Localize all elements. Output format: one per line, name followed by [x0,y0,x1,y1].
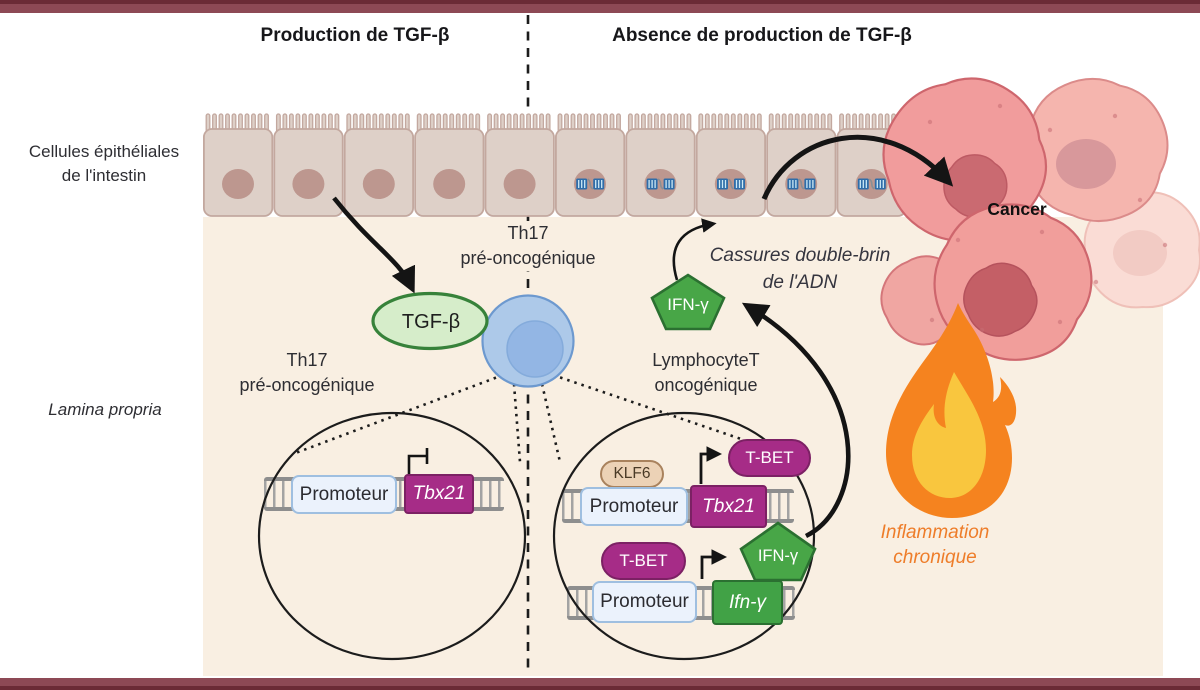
th17-left-label: Th17 pré-oncogénique [207,348,407,398]
lymphocyte-label: LymphocyteT oncogénique [606,348,806,398]
th17-left-label-line1: Th17 [286,350,328,370]
promoter-box-right1: Promoteur [580,487,688,526]
cancer-cell-speckles [927,103,1168,333]
th17-cell [481,294,575,388]
tbet-label: T-BET [745,448,794,467]
promoter-label: Promoteur [600,591,689,612]
promoter-box-right2: Promoteur [592,581,697,623]
th17-left-label-line2: pré-oncogénique [239,375,375,395]
tbx21-gene-box-right: Tbx21 [690,485,767,528]
epithelial-cells-label-line2: de l'intestin [61,166,147,185]
transcription-arrow-ifng [700,549,728,579]
lamina-propria-label: Lamina propria [48,400,162,419]
th17-center-label-line1: Th17 [507,223,549,243]
arrow-cells-to-cancer [761,134,954,200]
cancer-label: Cancer [987,199,1047,219]
inflammation-label: Inflammation chronique [845,520,1025,570]
klf6-label: KLF6 [613,465,651,482]
bottom-border-bar [0,678,1200,690]
th17-center-label-line2: pré-oncogénique [460,248,596,268]
tbx21-label: Tbx21 [702,495,755,517]
klf6-pill: KLF6 [600,460,664,488]
repression-arrow [407,448,429,475]
transcription-arrow-tbx21 [699,446,723,484]
header-absence-tgfb: Absence de production de TGF-β [612,25,912,46]
arrow-gene-to-ifng [741,302,851,539]
left-cell-circle-outline [257,411,527,661]
flame-icon [886,303,1017,518]
ifng-small-label: IFN-γ [757,547,799,565]
dna-breaks-label: Cassures double-brin de l'ADN [688,242,912,296]
ifng-gene-label: Ifn-γ [729,591,766,613]
header-production-tgfb: Production de TGF-β [260,25,450,46]
right-cell-circle-outline [552,411,816,661]
epithelial-cells-row [202,113,907,217]
inflammation-label-line2: chronique [893,547,977,568]
epithelial-cells-label-line1: Cellules épithéliales [28,142,180,161]
tbet-pill-top: T-BET [728,439,811,477]
cancer-cells [866,59,1200,387]
tbet-pill-bottom: T-BET [601,542,686,580]
tgfb-label: TGF-β [401,311,461,333]
ifng-pentagon-big [650,273,726,331]
tbx21-gene-box-left: Tbx21 [404,474,474,514]
projection-dotted-lines [292,373,745,463]
ifng-big-label: IFN-γ [667,295,709,314]
promoter-label: Promoteur [589,495,679,517]
arrow-cell-to-tgfb [332,196,416,294]
tbx21-label: Tbx21 [412,483,466,504]
top-border-bar [0,0,1200,13]
promoter-label: Promoteur [299,483,389,505]
dna-breaks-label-line2: de l'ADN [762,272,838,293]
tbet-label: T-BET [619,551,668,570]
tgfb-oval [371,291,489,351]
th17-center-label: Th17 pré-oncogénique [433,221,623,271]
lymphocyte-label-line1: LymphocyteT [652,350,760,370]
ifng-pentagon-small [739,521,817,582]
inflammation-label-line1: Inflammation [880,522,990,543]
epithelial-cells-label: Cellules épithéliales de l'intestin [8,140,200,188]
lymphocyte-label-line2: oncogénique [654,375,758,395]
ifng-gene-box: Ifn-γ [712,580,783,625]
dna-breaks-label-line1: Cassures double-brin [709,245,891,266]
promoter-box-left: Promoteur [291,475,397,514]
arrow-ifng-to-cells [672,218,717,281]
